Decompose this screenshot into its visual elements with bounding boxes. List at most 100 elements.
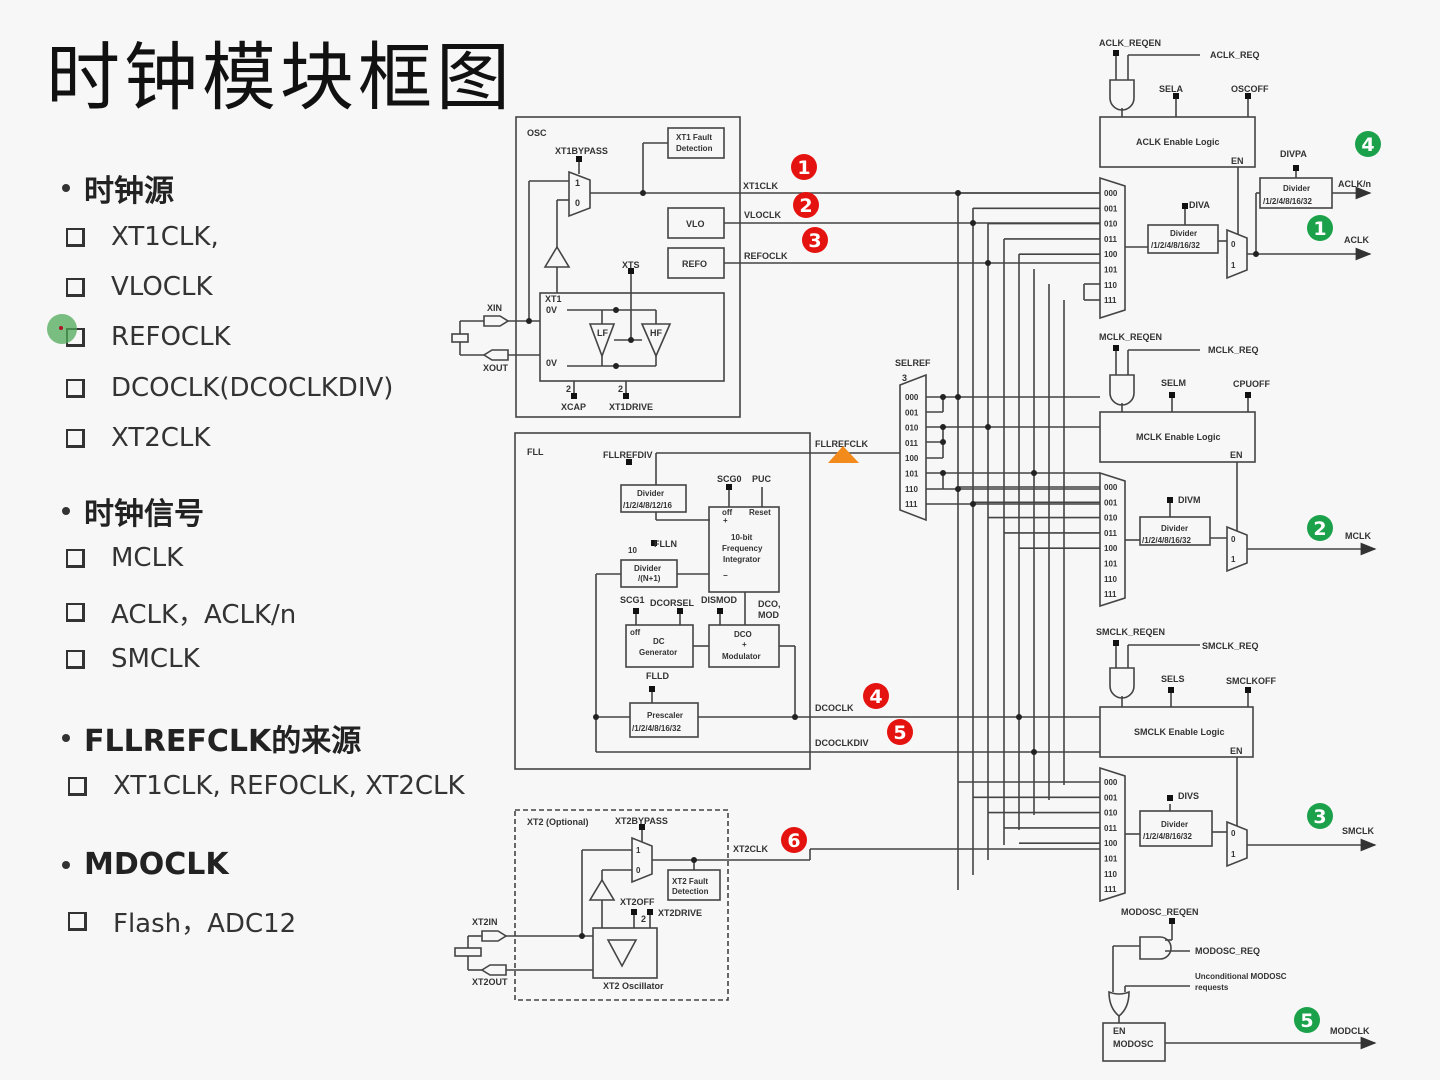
selref-input-010: 010 [905, 424, 919, 433]
divs-label: DIVS [1178, 791, 1199, 801]
unconditional-modosc-label: Unconditional MODOSC [1195, 972, 1287, 981]
xt2-bypass-mux [631, 836, 653, 884]
mclk-enable-logic-label: MCLK Enable Logic [1136, 432, 1221, 442]
modosc-box [1102, 1022, 1166, 1062]
mclk-mux-1: 1 [1231, 555, 1236, 564]
smclk-mux-input-101: 101 [1104, 855, 1118, 864]
xt2-block [514, 809, 729, 1001]
fll-div1-label: Divider [637, 489, 664, 498]
flld-label: FLLD [646, 671, 669, 681]
green-marker-1 [1307, 215, 1333, 241]
section-heading-clock-sources: 时钟源 [62, 166, 174, 210]
xt2bypass-label: XT2BYPASS [615, 816, 668, 826]
xcap-label: XCAP [561, 402, 586, 412]
dco-mod-label-2: MOD [758, 610, 779, 620]
xt1clk-label: XT1CLK [743, 181, 779, 191]
sela-label: SELA [1159, 84, 1184, 94]
fll-label: FLL [527, 447, 544, 457]
checkbox-icon [68, 912, 87, 931]
oscoff-label: OSCOFF [1231, 84, 1269, 94]
red-marker-2 [793, 192, 819, 218]
checkbox-icon [66, 227, 85, 247]
bullet-dot [62, 734, 70, 742]
heading-text: FLLREFCLK的来源 [84, 724, 362, 759]
red-marker-5 [887, 719, 913, 745]
smclk-enable-logic-label: SMCLK Enable Logic [1134, 727, 1225, 737]
puc-label: PUC [752, 474, 772, 484]
xt1-oscillator-box [539, 292, 725, 382]
modosc-or-gate [1108, 990, 1130, 1018]
green-markers: 4 1 2 3 5 [1294, 131, 1381, 1033]
cpuoff-label: CPUOFF [1233, 379, 1271, 389]
xt1drive-label: XT1DRIVE [609, 402, 653, 412]
dcorsel-label: DCORSEL [650, 598, 695, 608]
xt2-crystal-icon [454, 947, 482, 957]
page-title: 时钟模块框图 [46, 35, 514, 121]
mclk-output-mux [1226, 525, 1248, 573]
selref-input-011: 011 [905, 439, 918, 448]
checkbox-icon [66, 277, 85, 297]
mclk-req-label: MCLK_REQ [1208, 345, 1259, 355]
red-marker-1-label: 1 [797, 157, 810, 179]
selm-label: SELM [1161, 378, 1186, 388]
item-text: VLOCLK [111, 272, 213, 302]
red-marker-3-label: 3 [808, 230, 821, 252]
mclk-output-label: MCLK [1345, 531, 1371, 541]
aclk-mux-input-010: 010 [1104, 220, 1118, 229]
list-item: XT1CLK, [66, 222, 219, 252]
dismod-label: DISMOD [701, 595, 738, 605]
smclk-mux-input-011: 011 [1104, 824, 1117, 833]
xt1-bypass-mux [568, 170, 591, 218]
divpa-label: DIVPA [1280, 149, 1307, 159]
mclk-reqen-label: MCLK_REQEN [1099, 332, 1162, 342]
list-item: ACLK，ACLK/n [66, 594, 296, 631]
section-heading-mdoclk: MDOCLK [62, 847, 229, 882]
aclk-n-output-label: ACLK/n [1338, 179, 1371, 189]
smclk-source-mux [1099, 766, 1126, 903]
fll-div2-label: Divider [634, 564, 661, 573]
mux-input-1-label: 1 [575, 178, 580, 188]
refo-label: REFO [682, 259, 707, 269]
fll-div1-ratio: /1/2/4/8/12/16 [623, 501, 672, 510]
xts-label: XTS [622, 260, 640, 270]
mclk-en-label: EN [1230, 450, 1243, 460]
xt2-fault-label: XT2 Fault [672, 877, 708, 886]
smclk-mux-input-100: 100 [1104, 839, 1118, 848]
item-text: SMCLK [111, 644, 200, 674]
mclk-mux-input-010: 010 [1104, 514, 1118, 523]
bullet-dot [62, 184, 70, 192]
integrator-label-2: Frequency [722, 544, 763, 553]
plus-sign: + [723, 516, 728, 525]
modosc-label: MODOSC [1113, 1039, 1154, 1049]
red-marker-4-label: 4 [869, 686, 882, 708]
item-text: XT1CLK, [111, 222, 219, 252]
mclk-divider-label: Divider [1161, 524, 1188, 533]
aclk-enable-logic-box [1099, 116, 1256, 168]
bullet-dot [62, 507, 70, 515]
checkbox-icon [66, 548, 85, 568]
red-marker-3 [802, 227, 828, 253]
smclk-output-label: SMCLK [1342, 826, 1374, 836]
modulator-label: Modulator [722, 652, 761, 661]
lf-label: LF [597, 328, 608, 338]
osc-label: OSC [527, 128, 547, 138]
mclk-enable-logic-box [1099, 411, 1256, 463]
smclk-enable-logic-box [1099, 706, 1254, 758]
dco-label: DCO [734, 630, 752, 639]
dcoclkdiv-label: DCOCLKDIV [815, 738, 869, 748]
integrator-label: 10-bit [731, 533, 753, 542]
list-item: VLOCLK [66, 272, 213, 302]
aclk-mux-0: 0 [1231, 240, 1236, 249]
vlo-label: VLO [686, 219, 705, 229]
aclk-mux-1: 1 [1231, 261, 1236, 270]
mclk-divider-box [1139, 516, 1211, 546]
red-marker-1 [791, 154, 817, 180]
list-item: MCLK [66, 543, 183, 573]
bullet-dot [62, 860, 70, 869]
checkbox-icon [68, 776, 87, 796]
xt1-fault-label: XT1 Fault [676, 133, 712, 142]
aclk-mux-input-110: 110 [1104, 281, 1117, 290]
green-marker-2-label: 2 [1313, 518, 1326, 540]
xt2out-pad [480, 964, 507, 976]
